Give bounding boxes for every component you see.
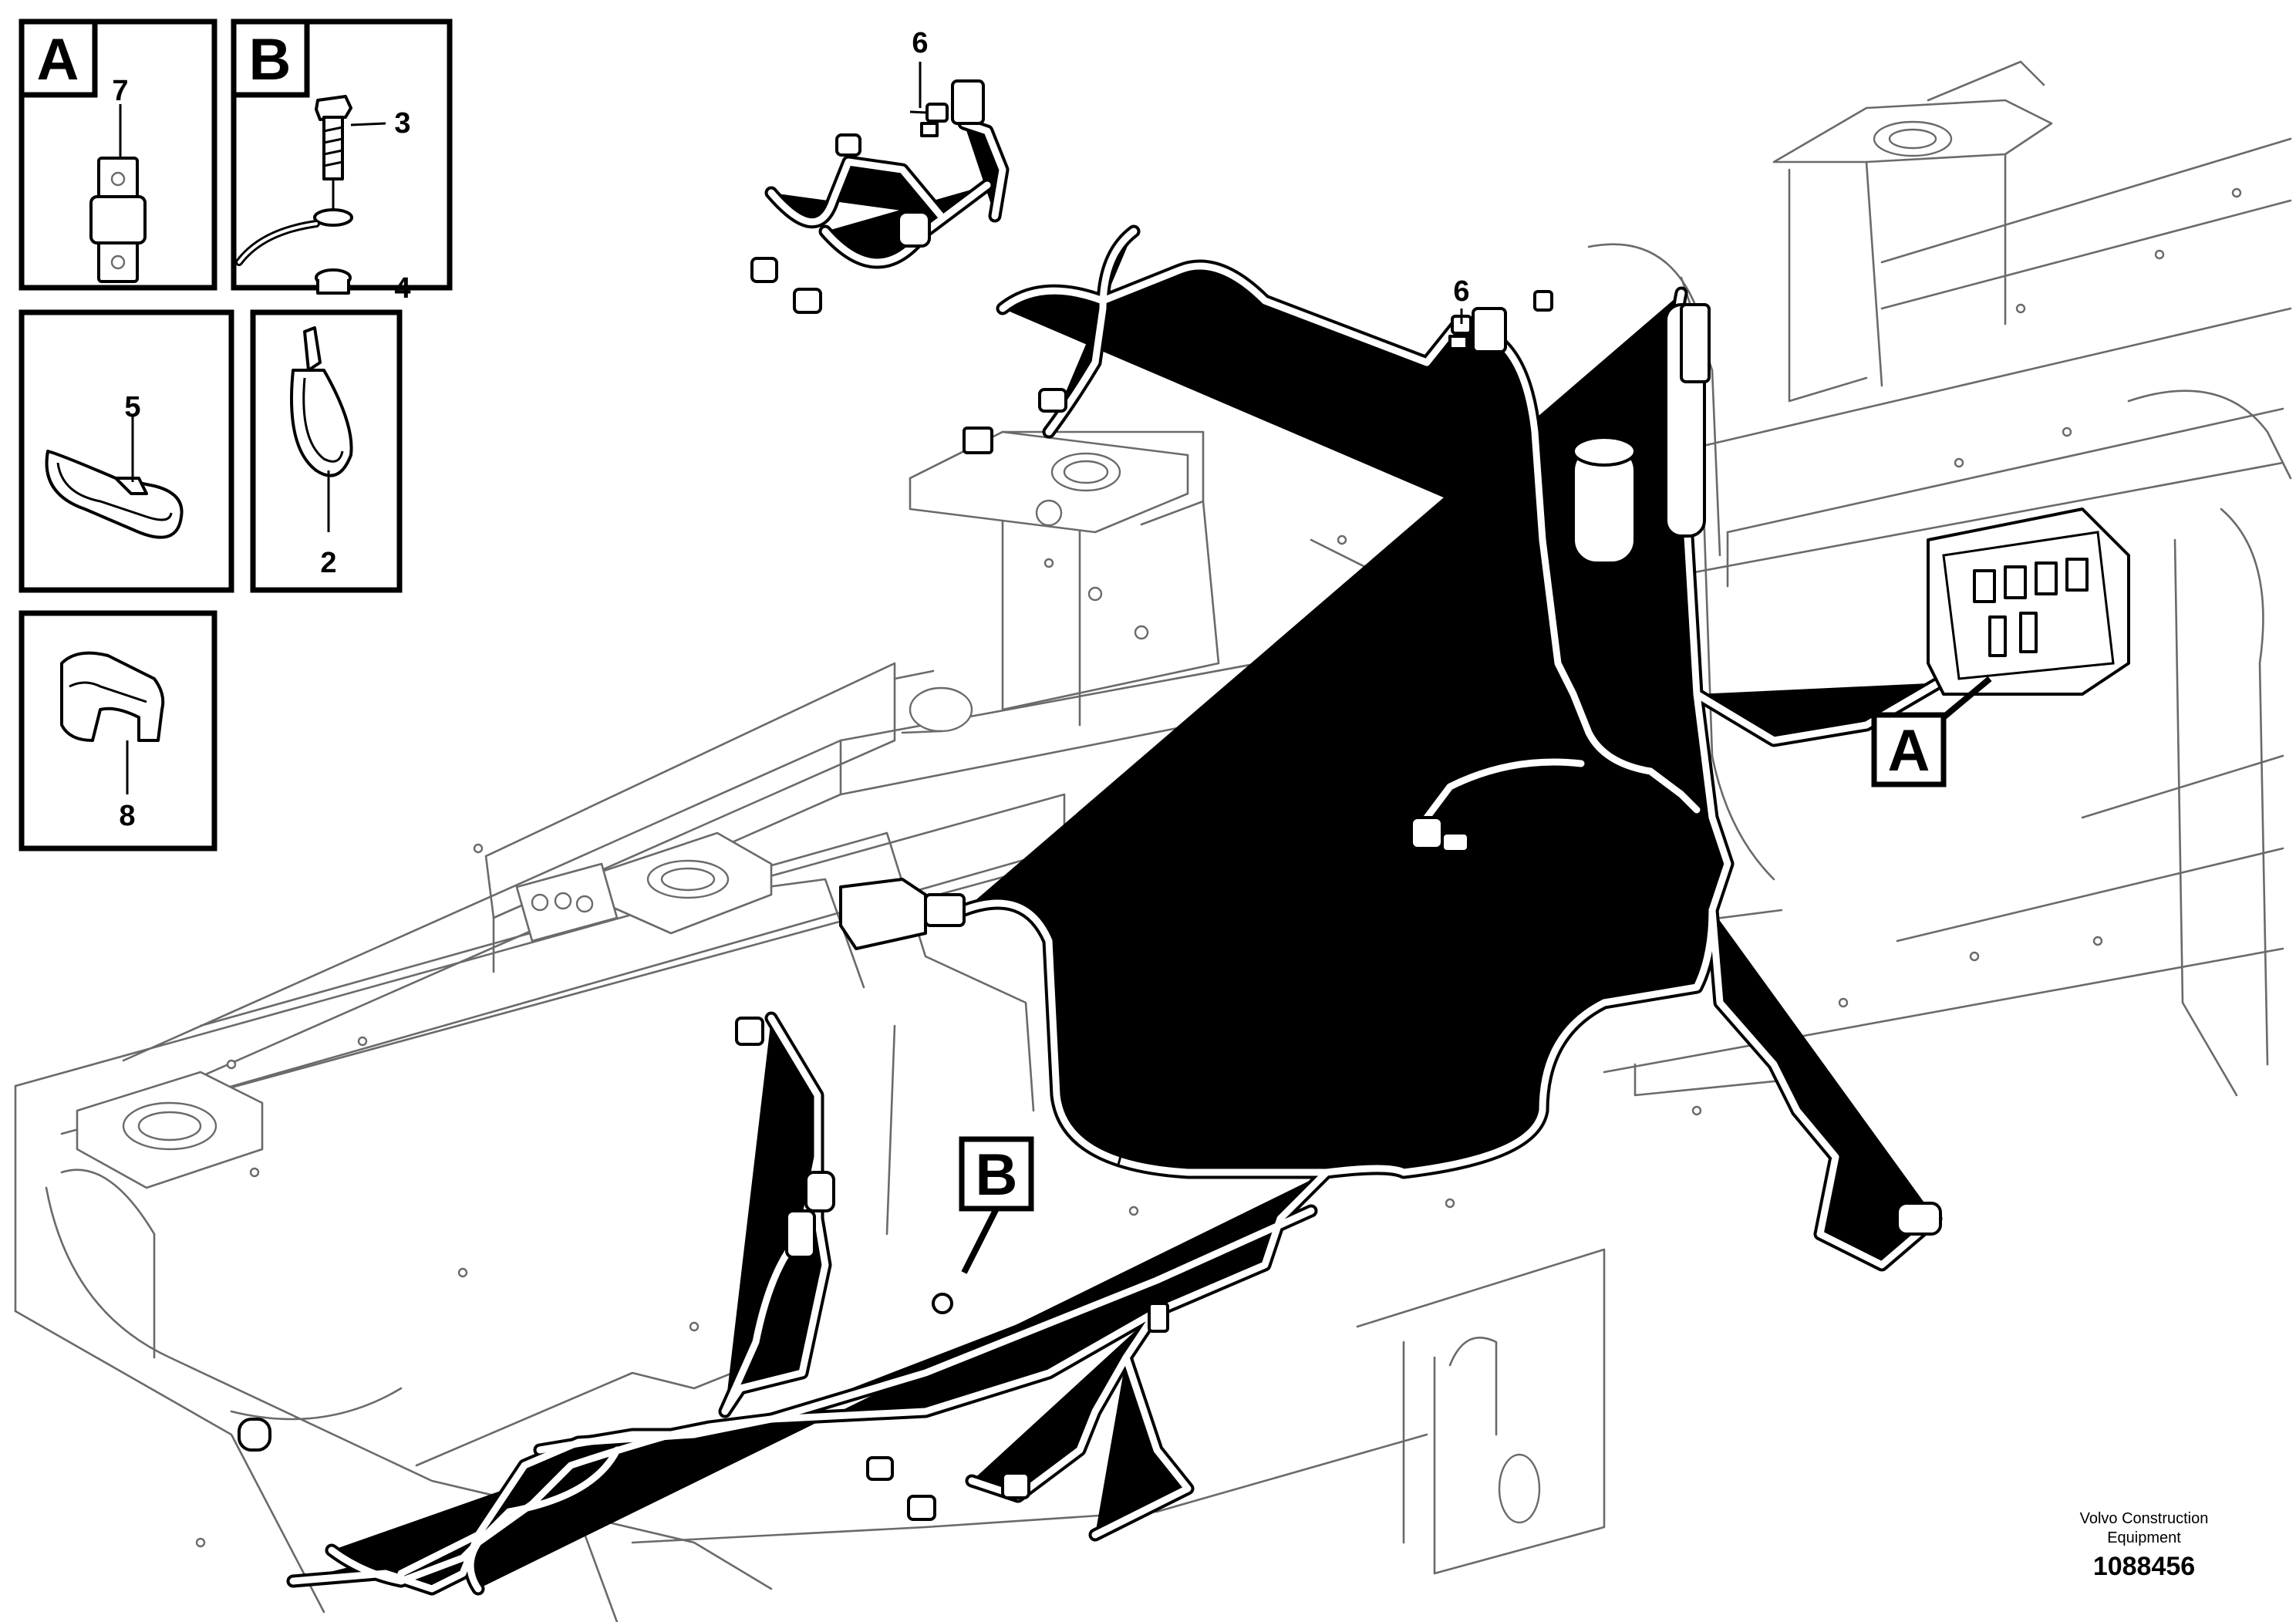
plug-small-square	[963, 427, 993, 454]
ring-terminal	[932, 1293, 953, 1314]
reference-callout-a: A	[1871, 676, 1992, 787]
machine-frame	[14, 60, 2292, 1622]
detail-part-2: 2	[250, 309, 403, 593]
detail-view-a-letter: A	[37, 27, 79, 93]
part-number-2: 2	[320, 547, 336, 579]
plug-left-1	[750, 257, 778, 283]
detail-part-5: 5	[19, 309, 234, 593]
bolt-part-3	[315, 95, 352, 180]
company-name-line2: Equipment	[2107, 1529, 2181, 1546]
sensor-plug	[1410, 816, 1444, 850]
part-number-8: 8	[119, 800, 135, 832]
connector-6-top	[909, 79, 985, 137]
plug-top-left	[835, 133, 861, 157]
sensor-plug-2	[1441, 831, 1470, 853]
plug-lower-4	[1148, 1302, 1169, 1333]
harness-components	[238, 79, 2130, 1521]
part-number-3: 3	[394, 107, 410, 140]
plug-left-vertical	[735, 1017, 764, 1046]
plug-right-end	[1896, 1202, 1942, 1236]
clip-part-8	[60, 651, 165, 742]
company-name-line1: Volvo Construction	[2080, 1510, 2209, 1527]
part-number-1: 1	[1124, 1079, 1140, 1111]
part-number-7: 7	[112, 75, 128, 107]
part-number-6-top: 6	[912, 27, 928, 59]
reference-a-letter: A	[1888, 718, 1930, 784]
plug-lower-3	[1001, 1472, 1030, 1499]
cable-tie-part-2	[290, 326, 353, 477]
conduit	[1664, 303, 1711, 538]
connector-6-mid	[1448, 290, 1553, 353]
plug-mid-1	[897, 211, 931, 248]
fuse-part-7	[89, 157, 147, 283]
loop-end	[238, 1418, 271, 1452]
fuse-box	[1927, 508, 2130, 696]
detail-part-8: 8	[19, 610, 217, 851]
part-number-6-mid: 6	[1453, 275, 1469, 308]
drawing-footer: Volvo Construction Equipment 1088456	[2080, 1510, 2209, 1581]
nut-part-4	[315, 268, 352, 295]
detail-view-b: B 3 4	[231, 19, 453, 305]
washer	[313, 208, 353, 227]
plug-lower-1	[866, 1456, 894, 1481]
plug-grommet	[804, 1171, 835, 1212]
sleeve-left	[785, 1209, 816, 1259]
plug-lower-2	[907, 1495, 936, 1521]
main-connector	[839, 878, 966, 950]
drawing-number: 1088456	[2093, 1552, 2195, 1581]
relay-component	[1572, 436, 1637, 565]
reference-callout-b: B	[959, 1136, 1034, 1274]
part-number-5: 5	[124, 391, 140, 423]
clamp-part-5	[45, 450, 184, 539]
reference-b-letter: B	[976, 1142, 1018, 1208]
plug-small-2	[1038, 388, 1067, 413]
part-number-4: 4	[394, 272, 410, 305]
wiring-harness	[293, 123, 2031, 1589]
detail-view-a: A 7	[19, 19, 217, 291]
detail-view-b-letter: B	[249, 27, 292, 93]
plug-left-2	[793, 288, 822, 314]
